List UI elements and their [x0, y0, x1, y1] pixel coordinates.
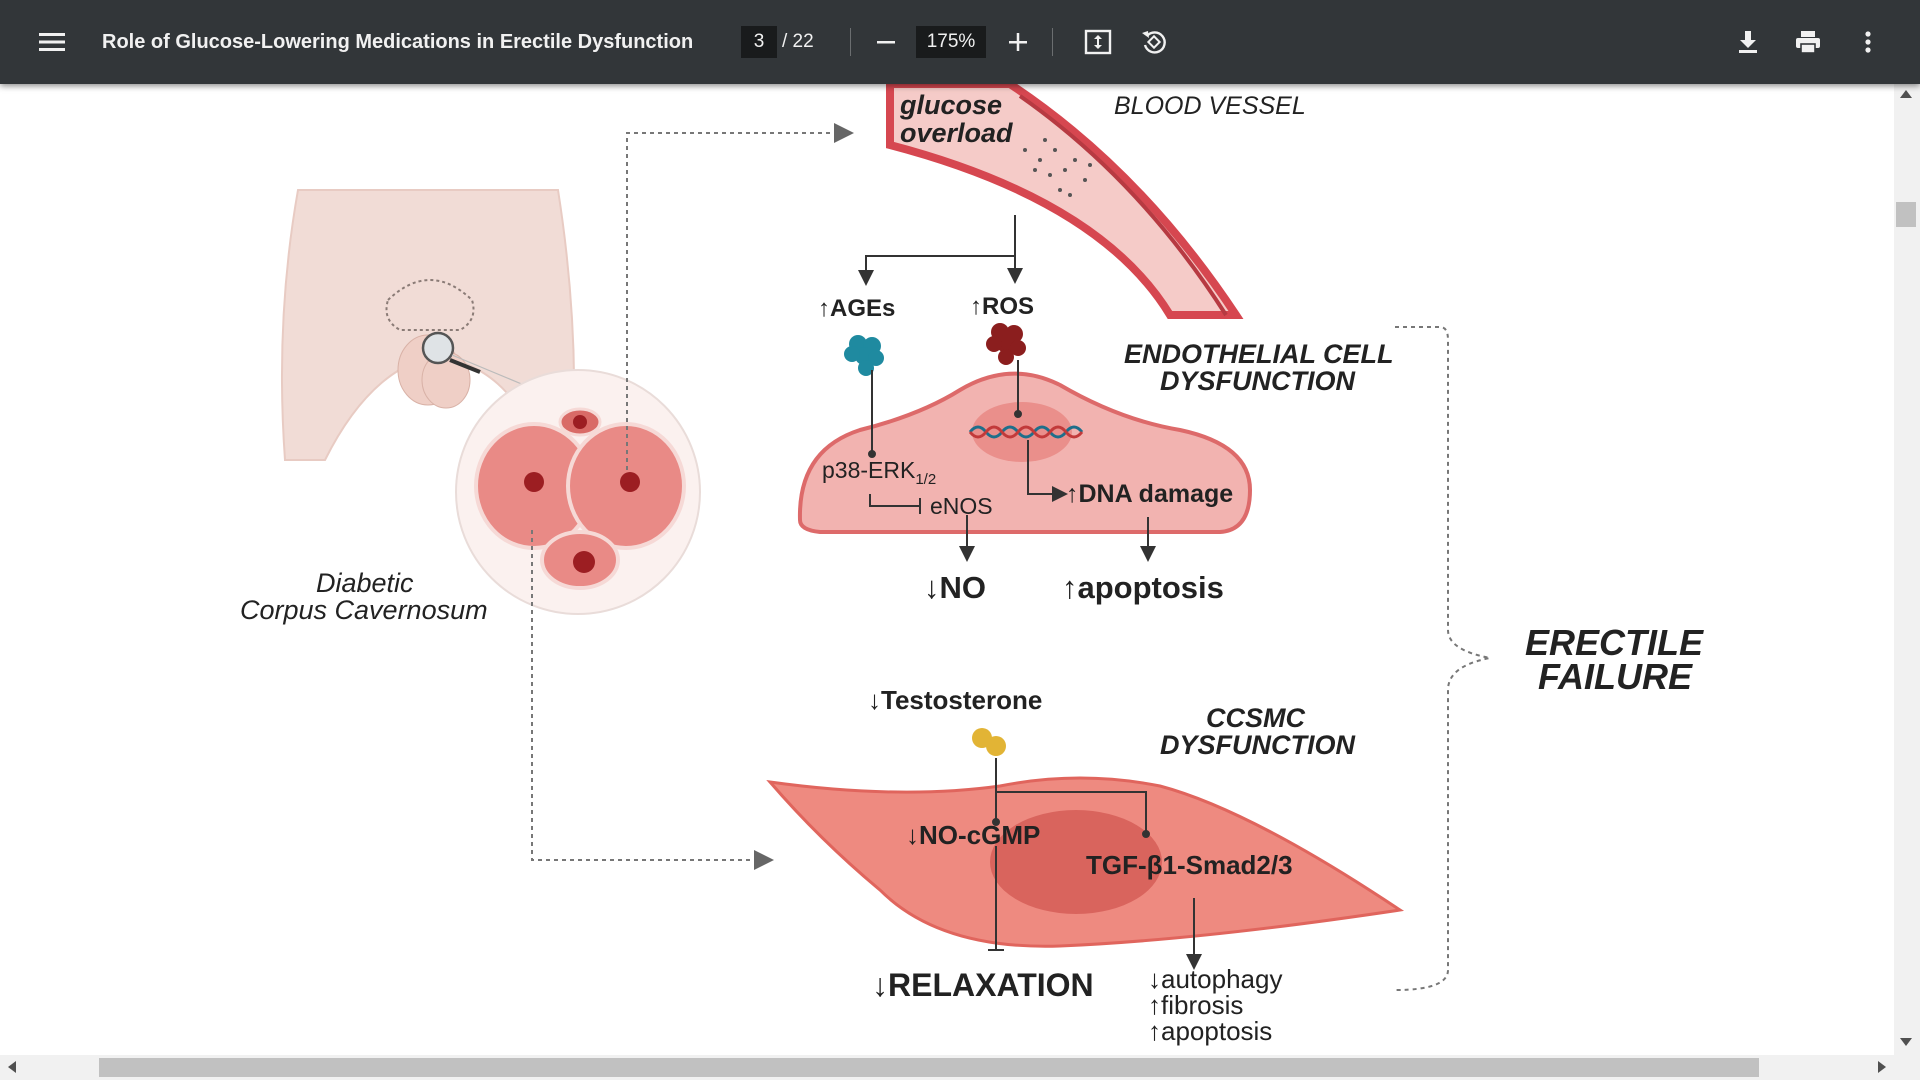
- dna-icon: [968, 425, 1084, 439]
- ros-label: ↑ROS: [970, 293, 1034, 320]
- erectile-failure-label-2: FAILURE: [1538, 656, 1693, 697]
- glucose-overload-label-2: overload: [900, 118, 1013, 148]
- zoom-out-icon[interactable]: [868, 24, 904, 60]
- zoom-in-icon[interactable]: [1000, 24, 1036, 60]
- print-icon[interactable]: [1790, 24, 1826, 60]
- no-cgmp-label: ↓NO-cGMP: [906, 820, 1040, 850]
- pdf-page-viewer[interactable]: glucose overload BLOOD VESSEL ↑AGEs ↑ROS…: [0, 84, 1894, 1055]
- apoptosis-bottom-label: ↑apoptosis: [1148, 1016, 1272, 1046]
- zoom-level-input[interactable]: [916, 26, 986, 58]
- vessel-arrows: [858, 215, 1023, 286]
- ages-molecule-icon: [844, 335, 884, 376]
- ccsmc-pathway-lines: [988, 758, 1202, 970]
- figure-illustration: glucose overload BLOOD VESSEL ↑AGEs ↑ROS…: [240, 84, 1704, 1046]
- horizontal-scrollbar-thumb[interactable]: [99, 1058, 1759, 1077]
- vertical-scrollbar-thumb[interactable]: [1896, 202, 1916, 227]
- document-title: Role of Glucose-Lowering Medications in …: [102, 31, 694, 53]
- vertical-scrollbar[interactable]: [1894, 84, 1920, 1055]
- scroll-up-arrow-icon[interactable]: [1900, 90, 1912, 98]
- enos-label: eNOS: [930, 493, 993, 519]
- hamburger-menu-icon[interactable]: [34, 24, 70, 60]
- apoptosis-top-label: ↑apoptosis: [1062, 570, 1224, 605]
- endothelial-dysfunction-label: ENDOTHELIAL CELL: [1124, 339, 1394, 369]
- corpus-cavernosum-label: Corpus Cavernosum: [240, 595, 488, 625]
- relaxation-label: ↓RELAXATION: [872, 967, 1094, 1003]
- endothelial-dysfunction-label-2: DYSFUNCTION: [1160, 366, 1356, 396]
- page-total: / 22: [782, 31, 814, 52]
- tgf-smad-label: TGF-β1-Smad2/3: [1086, 850, 1293, 880]
- toolbar-divider: [850, 28, 851, 56]
- fibrosis-label: ↑fibrosis: [1148, 990, 1243, 1020]
- endothelial-pathway-lines: [868, 360, 1156, 562]
- testosterone-label: ↓Testosterone: [868, 685, 1042, 715]
- ccsmc-dysfunction-label: DYSFUNCTION: [1160, 730, 1356, 760]
- glucose-overload-label: glucose: [899, 90, 1002, 120]
- ages-label: ↑AGEs: [818, 295, 895, 322]
- autophagy-label: ↓autophagy: [1148, 964, 1282, 994]
- scroll-left-arrow-icon[interactable]: [8, 1061, 16, 1073]
- rotate-icon[interactable]: [1134, 22, 1174, 62]
- no-label: ↓NO: [924, 570, 986, 605]
- cross-section-illustration: [455, 369, 701, 615]
- page-number-input[interactable]: [741, 26, 777, 58]
- more-vert-icon[interactable]: [1850, 24, 1886, 60]
- scroll-right-arrow-icon[interactable]: [1878, 1061, 1886, 1073]
- pdf-toolbar: Role of Glucose-Lowering Medications in …: [0, 0, 1920, 84]
- blood-vessel-illustration: [886, 84, 1244, 319]
- blood-vessel-label: BLOOD VESSEL: [1114, 92, 1306, 120]
- connector-lines: [531, 123, 1491, 991]
- fit-page-icon[interactable]: [1080, 24, 1116, 60]
- ccsmc-label: CCSMC: [1206, 703, 1305, 733]
- p38-erk-label: p38-ERK1/2: [822, 457, 936, 488]
- download-icon[interactable]: [1730, 24, 1766, 60]
- magnifier-icon: [421, 331, 561, 401]
- dna-damage-label: ↑DNA damage: [1066, 480, 1233, 508]
- ros-molecule-icon: [986, 323, 1026, 365]
- diabetic-label: Diabetic: [316, 568, 414, 598]
- testosterone-molecule-icon: [972, 728, 1006, 756]
- erectile-failure-label: ERECTILE: [1525, 622, 1704, 663]
- toolbar-divider: [1052, 28, 1053, 56]
- scroll-down-arrow-icon[interactable]: [1900, 1038, 1912, 1046]
